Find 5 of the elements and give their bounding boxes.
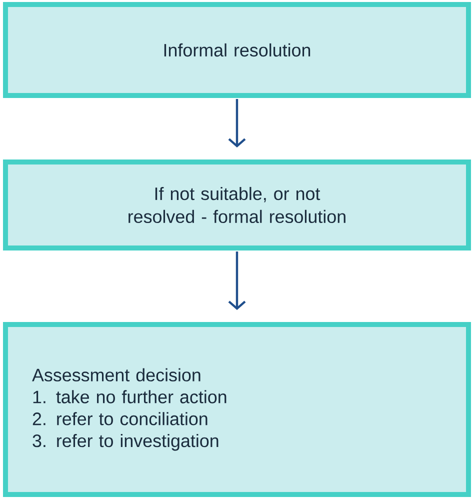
process-box: If not suitable, or not resolved - formal resolution	[3, 160, 471, 250]
process-box: Informal resolution	[3, 2, 471, 98]
arrow	[228, 252, 246, 310]
arrow	[228, 99, 246, 148]
process-box: Assessment decision 1. take no further action 2. refer to conciliation 3. refer to investigation	[3, 322, 471, 497]
